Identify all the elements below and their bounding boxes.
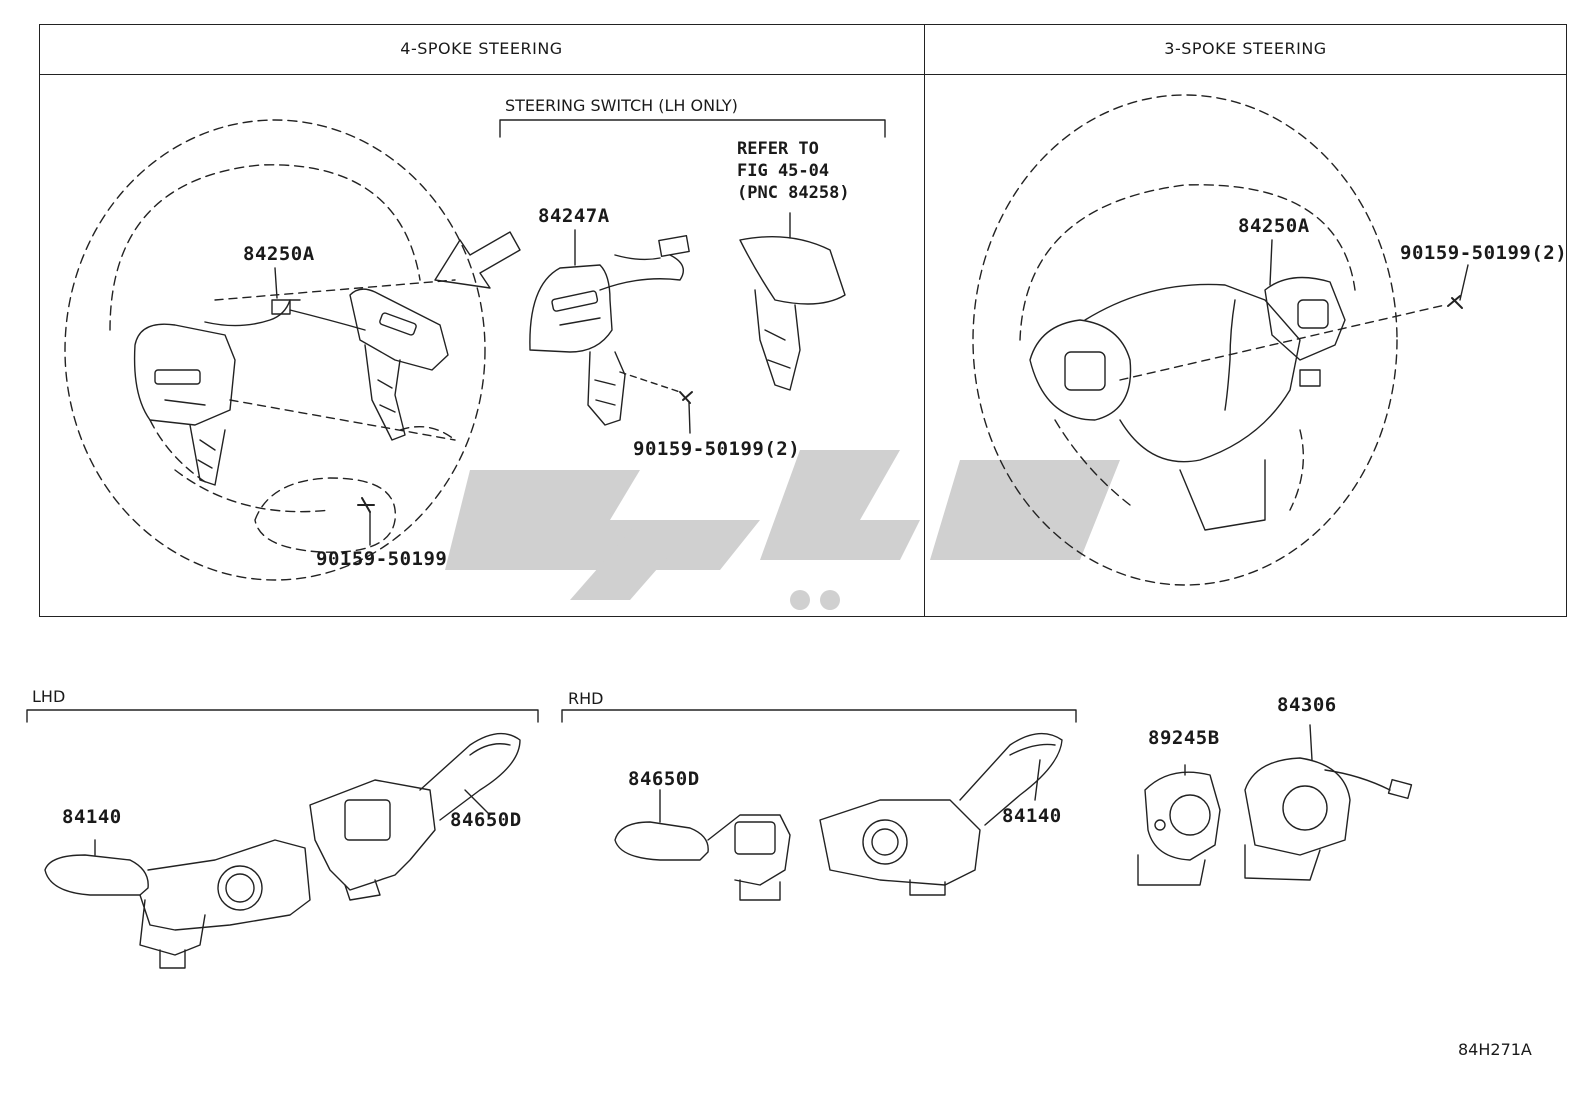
figure-code: 84H271A (1458, 1040, 1532, 1059)
refer-line-2: FIG 45-04 (737, 161, 830, 181)
part-84650d-lhd[interactable]: 84650D (450, 809, 522, 831)
refer-line-1: REFER TO (737, 139, 819, 159)
refer-line-3: (PNC 84258) (737, 183, 850, 203)
switch-group-bracket (499, 119, 886, 138)
rhd-switch-drawing (614, 732, 1063, 901)
three-spoke-header: 3-SPOKE STEERING (1164, 39, 1327, 58)
lh-switch-drawing (529, 229, 693, 434)
part-84306[interactable]: 84306 (1277, 694, 1337, 716)
part-screw-pair-three-spoke[interactable]: 90159-50199(2) (1400, 242, 1568, 264)
part-84250a-four-spoke[interactable]: 84250A (243, 243, 315, 265)
lhd-label: LHD (32, 687, 66, 706)
four-spoke-header: 4-SPOKE STEERING (400, 39, 563, 58)
spiral-cable-drawing (1137, 724, 1413, 886)
part-84140-rhd[interactable]: 84140 (1002, 805, 1062, 827)
top-panel-frame (39, 24, 1567, 617)
lhd-switch-drawing (44, 732, 521, 969)
panel-divider (924, 24, 925, 617)
refer-note: REFER TO FIG 45-04 (PNC 84258) (737, 138, 850, 204)
watermark (445, 450, 1120, 610)
part-screw-pair-four-spoke[interactable]: 90159-50199(2) (633, 438, 801, 460)
part-89245b[interactable]: 89245B (1148, 727, 1220, 749)
lhd-bracket (26, 709, 539, 723)
cover-drawing (739, 212, 846, 391)
part-84247a[interactable]: 84247A (538, 205, 610, 227)
part-84250a-three-spoke[interactable]: 84250A (1238, 215, 1310, 237)
three-spoke-wheel (972, 94, 1469, 586)
switch-group-label: STEERING SWITCH (LH ONLY) (505, 96, 738, 115)
rhd-bracket (561, 709, 1077, 723)
rhd-label: RHD (568, 689, 604, 708)
part-84140-lhd[interactable]: 84140 (62, 806, 122, 828)
header-divider (39, 74, 1567, 75)
four-spoke-wheel (64, 119, 521, 581)
part-screw-single[interactable]: 90159-50199 (316, 548, 448, 570)
part-84650d-rhd[interactable]: 84650D (628, 768, 700, 790)
